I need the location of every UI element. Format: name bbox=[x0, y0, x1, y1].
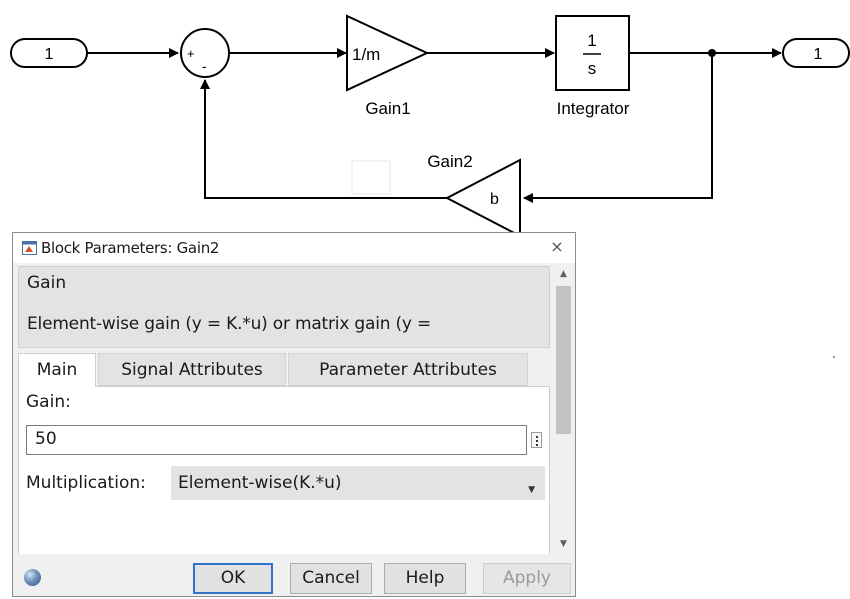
vertical-scrollbar[interactable]: ▲ ▼ bbox=[554, 264, 573, 554]
block-parameters-icon bbox=[22, 241, 37, 255]
cancel-button[interactable]: Cancel bbox=[290, 563, 372, 594]
apply-button[interactable]: Apply bbox=[483, 563, 571, 594]
block-parameters-dialog: Block Parameters: Gain2 × Gain Element-w… bbox=[12, 232, 576, 597]
stray-dot bbox=[833, 356, 835, 358]
help-icon[interactable] bbox=[24, 569, 41, 586]
svg-text:1/m: 1/m bbox=[352, 45, 380, 64]
outport-block[interactable]: 1 bbox=[782, 38, 850, 68]
svg-text:1: 1 bbox=[45, 46, 54, 63]
dialog-title: Block Parameters: Gain2 bbox=[41, 239, 220, 257]
gain2-block[interactable]: b bbox=[444, 158, 521, 232]
scrollbar-thumb[interactable] bbox=[556, 286, 571, 434]
kebab-menu-icon[interactable] bbox=[531, 432, 542, 448]
close-icon[interactable]: × bbox=[550, 237, 564, 256]
svg-text:s: s bbox=[588, 59, 597, 78]
simulink-diagram: 1 + - 1/m Gain1 1 s Integrator 1 Gain2 b bbox=[10, 14, 850, 232]
ok-button[interactable]: OK bbox=[193, 563, 273, 594]
signal-feedback-to-gain2[interactable] bbox=[523, 53, 713, 203]
svg-text:1: 1 bbox=[814, 46, 823, 63]
button-bar: OK Cancel Help Apply bbox=[13, 554, 575, 596]
dialog-scroll-area: Gain Element-wise gain (y = K.*u) or mat… bbox=[14, 264, 552, 554]
scroll-down-icon[interactable]: ▼ bbox=[560, 539, 567, 549]
gain1-block[interactable]: 1/m bbox=[346, 14, 430, 92]
tab-main[interactable]: Main bbox=[18, 353, 96, 387]
tab-parameter-attributes[interactable]: Parameter Attributes bbox=[288, 353, 528, 386]
help-button[interactable]: Help bbox=[384, 563, 466, 594]
multiplication-value: Element-wise(K.*u) bbox=[178, 473, 342, 493]
faint-rectangle bbox=[351, 160, 391, 195]
integrator-name: Integrator bbox=[557, 99, 630, 118]
dialog-title-bar[interactable]: Block Parameters: Gain2 × bbox=[13, 233, 575, 263]
svg-text:-: - bbox=[202, 58, 207, 74]
sum-block[interactable]: + - bbox=[180, 28, 230, 78]
description-section: Gain Element-wise gain (y = K.*u) or mat… bbox=[18, 266, 550, 348]
scroll-up-icon[interactable]: ▲ bbox=[560, 269, 567, 279]
multiplication-select[interactable]: Element-wise(K.*u) ▼ bbox=[171, 466, 545, 500]
integrator-block[interactable]: 1 s bbox=[555, 15, 630, 91]
svg-text:b: b bbox=[490, 191, 499, 208]
section-description: Element-wise gain (y = K.*u) or matrix g… bbox=[27, 314, 432, 334]
gain-label: Gain: bbox=[26, 392, 71, 412]
dropdown-arrow-icon: ▼ bbox=[528, 485, 535, 495]
signal-gain2-to-sum[interactable] bbox=[200, 79, 447, 199]
multiplication-label: Multiplication: bbox=[26, 473, 146, 493]
gain-input[interactable]: 50 bbox=[26, 425, 527, 455]
svg-text:1: 1 bbox=[587, 31, 596, 50]
section-title: Gain bbox=[27, 273, 67, 293]
gain1-name: Gain1 bbox=[365, 99, 410, 118]
main-tab-panel: Gain: 50 Multiplication: Element-wise(K.… bbox=[18, 386, 550, 554]
svg-text:+: + bbox=[187, 46, 195, 61]
inport-block[interactable]: 1 bbox=[10, 38, 88, 68]
gain2-name: Gain2 bbox=[427, 152, 472, 171]
tab-signal-attributes[interactable]: Signal Attributes bbox=[98, 353, 286, 386]
